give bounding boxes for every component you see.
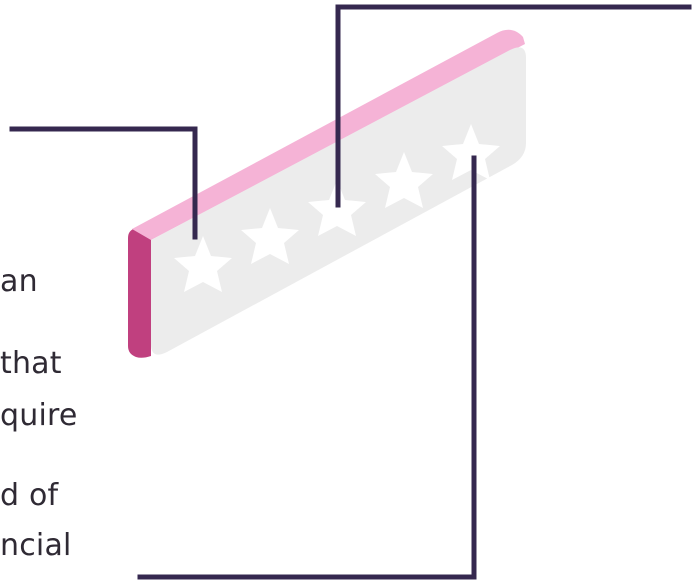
body-text-line-3: quire: [0, 398, 78, 433]
star-icon-2: [241, 208, 299, 264]
body-text-line-5: ncial: [0, 528, 72, 563]
connector-bottom: [137, 155, 477, 580]
connector-top: [335, 4, 692, 208]
rating-stars: [174, 124, 500, 292]
star-icon-1: [174, 236, 232, 292]
star-icon-5: [442, 124, 500, 180]
star-icon-4: [375, 152, 433, 208]
body-text-line-4: d of: [0, 478, 59, 513]
card-top-face: [132, 29, 525, 240]
star-icon-3: [308, 180, 366, 236]
body-text-line-2: that: [0, 346, 62, 381]
rating-card: [128, 29, 526, 358]
connector-left: [9, 126, 198, 240]
body-text-line-1: an: [0, 264, 38, 299]
card-side-face: [128, 223, 151, 358]
